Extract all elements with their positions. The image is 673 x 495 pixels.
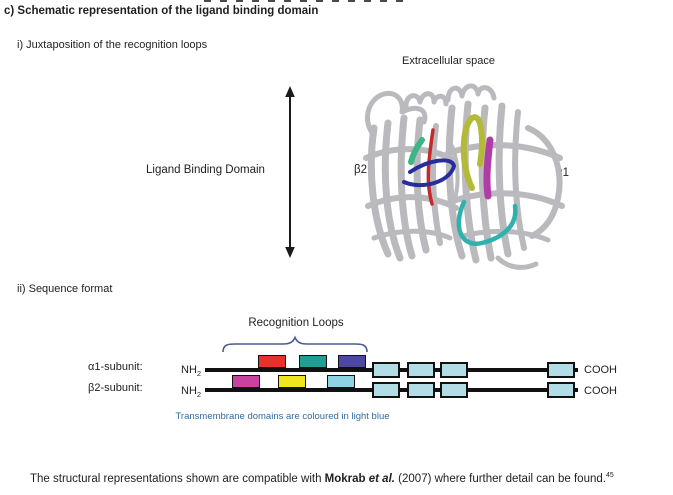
alpha1-loop-olive	[460, 114, 485, 191]
transmembrane-caption: Transmembrane domains are coloured in li…	[175, 411, 390, 422]
alpha1-n-terminus: NH2	[181, 364, 201, 378]
alpha1-loop-box-1	[258, 355, 286, 368]
ligand-binding-domain-label: Ligand Binding Domain	[146, 164, 265, 176]
figure-title: c) Schematic representation of the ligan…	[4, 5, 319, 17]
beta2-subunit-label: β2-subunit:	[88, 382, 143, 394]
extracellular-space-label: Extracellular space	[402, 55, 495, 67]
footer-text-1: The structural representations shown are…	[30, 472, 325, 485]
top-cropped-text-remnant	[204, 0, 412, 2]
footer-reference-number: 45	[605, 472, 614, 479]
alpha1-c-terminus: COOH	[584, 364, 617, 376]
protein-structure-illustration	[363, 83, 565, 270]
alpha1-tm-box-4	[547, 362, 575, 378]
beta2-n-terminus: NH2	[181, 385, 201, 399]
double-arrow-icon	[285, 86, 295, 258]
alpha1-tm-box-3	[440, 362, 468, 378]
beta2-tm-box-4	[547, 382, 575, 398]
alpha1-tm-box-2	[407, 362, 435, 378]
section-i-heading: i) Juxtaposition of the recognition loop…	[17, 39, 208, 51]
beta2-tm-box-3	[440, 382, 468, 398]
recognition-loops-brace	[222, 335, 368, 353]
alpha1-loop-box-2	[299, 355, 327, 368]
alpha1-loop-box-3	[338, 355, 366, 368]
beta2-tm-box-1	[372, 382, 400, 398]
nh-subscript: 2	[196, 369, 202, 379]
beta2-loop-red	[426, 128, 435, 206]
recognition-loops-label: Recognition Loops	[248, 317, 344, 329]
beta2-c-terminus: COOH	[584, 385, 617, 397]
beta2-loop-box-1	[232, 375, 260, 388]
alpha1-subunit-label: α1-subunit:	[88, 361, 143, 373]
beta2-loop-box-2	[278, 375, 306, 388]
footer-etal: et al.	[368, 472, 395, 485]
section-ii-heading: ii) Sequence format	[17, 283, 113, 295]
alpha1-loop-magenta	[483, 136, 494, 200]
beta2-loop-green	[408, 137, 425, 165]
footer-text-2: (2007) where further detail can be found…	[394, 472, 606, 485]
nh-text: NH	[181, 385, 197, 397]
alpha1-loop-teal	[456, 199, 518, 247]
beta2-tm-box-2	[407, 382, 435, 398]
beta2-ribbon	[363, 90, 460, 262]
footer-citation: The structural representations shown are…	[30, 472, 614, 485]
nh-text: NH	[181, 364, 197, 376]
beta2-loop-box-3	[327, 375, 355, 388]
footer-author: Mokrab	[324, 472, 369, 485]
beta2-loop-navy	[402, 158, 457, 188]
nh-subscript: 2	[196, 390, 202, 400]
alpha1-tm-box-1	[372, 362, 400, 378]
beta2-structure-label: β2	[354, 164, 368, 176]
